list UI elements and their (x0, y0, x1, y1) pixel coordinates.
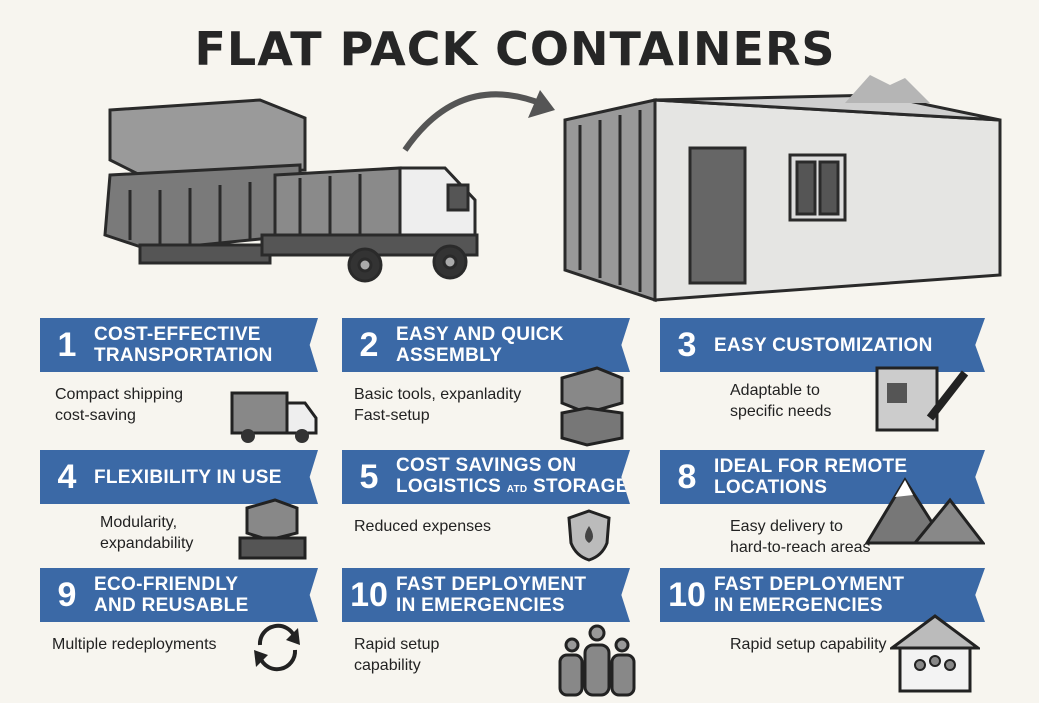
banner-heading-line1: EASY CUSTOMIZATION (714, 334, 933, 356)
feature-number: 4 (57, 457, 77, 496)
hero-illustration (103, 75, 1002, 303)
banner-heading-line1: FLEXIBILITY IN USE (94, 466, 282, 488)
description-line: Basic tools, expanladity (354, 386, 522, 403)
recycle-arrows-icon (250, 620, 305, 680)
feature-number: 9 (57, 575, 77, 614)
shelter-people-icon (887, 613, 983, 698)
description-line: Adaptable to (730, 382, 820, 399)
banner-heading-line2: LOGISTICS ATD STORAGE (396, 476, 629, 497)
people-icon (557, 623, 637, 703)
feature-number: 5 (359, 457, 379, 496)
description-line: Easy delivery to (730, 518, 843, 535)
feature-number: 8 (677, 457, 697, 496)
heading-small-word: ATD (506, 483, 528, 495)
banner-heading-line1: IDEAL FOR REMOTE (714, 456, 908, 477)
banner-heading-line2: IN EMERGENCIES (396, 595, 565, 616)
feature-heading: EASY CUSTOMIZATION (714, 335, 933, 356)
feature-banner: 4 FLEXIBILITY IN USE (40, 450, 318, 504)
banner-heading-line1: COST SAVINGS ON (396, 454, 577, 476)
page-title: FLAT PACK CONTAINERS (194, 22, 836, 76)
feature-description: Reduced expenses (354, 516, 491, 537)
banner-heading-line2: TRANSPORTATION (94, 345, 273, 366)
banner-heading-line1: FAST DEPLOYMENT (396, 574, 587, 595)
feature-description: Adaptable to specific needs (730, 380, 831, 422)
description-line: specific needs (730, 403, 832, 420)
feature-card: 3 EASY CUSTOMIZATION Adaptable to specifi… (660, 318, 985, 432)
description-line: Fast-setup (354, 407, 430, 424)
feature-number: 3 (677, 325, 697, 364)
heading-word: LOGISTICS (396, 475, 502, 497)
banner-heading-line2: IN EMERGENCIES (714, 595, 883, 616)
banner-heading-line1: FAST DEPLOYMENT (714, 574, 905, 595)
feature-number: 2 (359, 325, 379, 364)
feature-card: 4 FLEXIBILITY IN USE Modularity, expandab… (40, 450, 318, 560)
feature-number: 10 (350, 575, 388, 614)
cloud-icon (845, 75, 930, 103)
feature-heading: FLEXIBILITY IN USE (94, 467, 282, 488)
feature-number: 1 (57, 325, 77, 364)
shield-drop-icon (567, 508, 612, 568)
banner-heading-line2: LOCATIONS (714, 477, 828, 498)
truck-icon (230, 388, 320, 453)
description-line: Reduced expenses (354, 518, 491, 535)
banner-heading-line2: ASSEMBLY (396, 345, 503, 366)
feature-description: Modularity, expandability (100, 512, 193, 554)
description-line: expandability (100, 535, 194, 552)
banner-heading-line1: EASY AND QUICK (396, 324, 564, 345)
banner-heading-line1: COST-EFFECTIVE (94, 324, 261, 345)
feature-number: 10 (668, 575, 706, 614)
description-line: cost-saving (55, 407, 136, 424)
description-line: Compact shipping (55, 386, 184, 403)
description-line: hard-to-reach areas (730, 539, 871, 556)
arrow-icon (402, 91, 547, 152)
feature-description: Compact shipping cost-saving (55, 384, 183, 426)
description-line: Modularity, (100, 514, 178, 531)
description-line: Multiple redeployments (52, 636, 217, 653)
banner-heading-line1: ECO-FRIENDLY (94, 574, 239, 595)
feature-description: Rapid setup capability (730, 634, 887, 655)
flat-pack-stack-icon (103, 98, 307, 265)
assembled-container-icon (563, 93, 1002, 303)
feature-description: Rapid setup capability (354, 634, 439, 676)
feature-banner: 3 EASY CUSTOMIZATION (660, 318, 985, 372)
feature-description: Multiple redeployments (52, 634, 217, 655)
modules-icon (235, 498, 310, 568)
delivery-truck-icon (260, 166, 479, 283)
description-line: Rapid setup capability (730, 636, 887, 653)
description-line: Rapid setup (354, 636, 440, 653)
mountains-icon (864, 475, 987, 550)
container-pencil-icon (875, 363, 970, 438)
stacked-boxes-icon (557, 363, 627, 453)
heading-word: STORAGE (533, 475, 629, 497)
description-line: capability (354, 657, 421, 674)
banner-heading-line2: AND REUSABLE (94, 595, 249, 616)
feature-description: Easy delivery to hard-to-reach areas (730, 516, 871, 558)
